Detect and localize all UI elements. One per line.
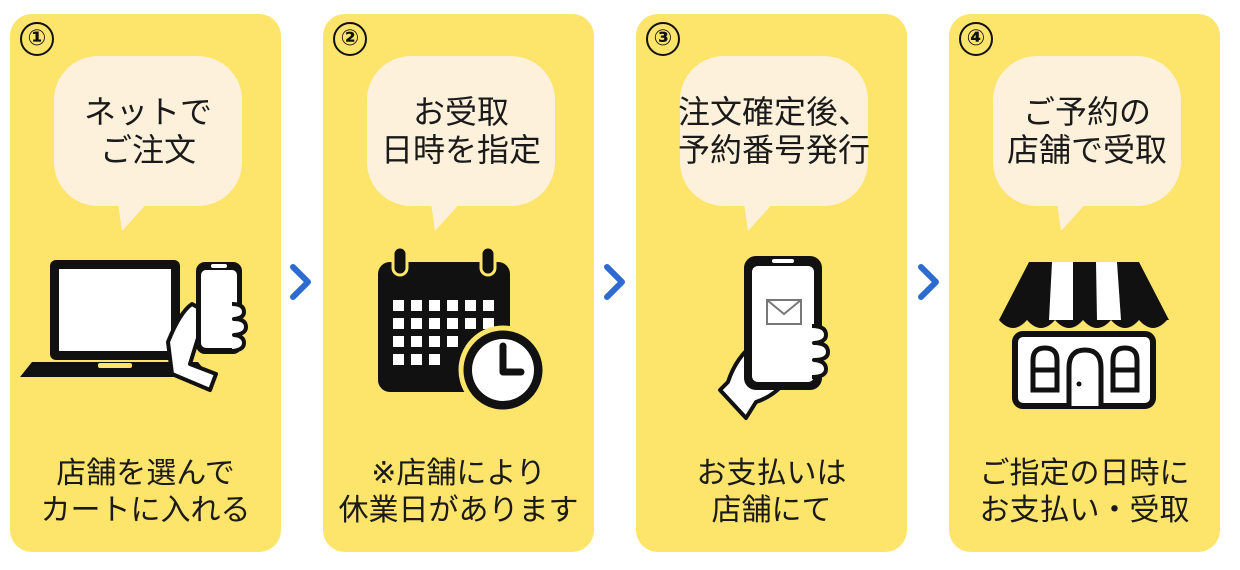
caption-line: 休業日があります [338,493,579,528]
chevron-right-icon [604,264,625,300]
speech-bubble-1: ネットで ご注文 [54,56,242,206]
caption-line: 店舗にて [711,493,832,528]
calendar-clock-icon [378,245,548,415]
speech-bubble-tail [429,189,473,231]
caption-line: ご指定の日時に [979,455,1190,491]
bubble-line: お受取 [412,92,509,131]
smartphone-mail-icon [718,256,830,420]
bubble-line: ご注文 [99,131,196,169]
storefront-icon [999,262,1169,409]
bubble-line: 予約番号発行 [678,131,871,169]
step-card-2: ② お受取 日時を指定 ※店舗により 休業日があります [323,14,594,552]
speech-bubble-tail [742,189,786,231]
step-number-4: ④ [959,22,993,56]
caption-line: 店舗を選んで [56,455,235,491]
step-card-1: ① ネットで ご注文 店舗を選んで カートに入れる [10,14,281,552]
step-number-2: ② [333,22,367,56]
speech-bubble-3: 注文確定後、 予約番号発行 [678,56,871,206]
caption-line: お支払い・受取 [979,493,1190,528]
laptop-smartphone-icon [20,260,248,392]
speech-bubble-tail [116,189,160,231]
step-number-3: ③ [646,22,680,56]
bubble-line: ネットで [83,92,212,131]
step-number-1: ① [20,22,54,56]
speech-bubble-2: お受取 日時を指定 [367,56,555,206]
speech-bubble-4: ご予約の 店舗で受取 [993,56,1181,206]
bubble-line: 注文確定後、 [678,92,871,131]
chevron-right-icon [290,264,311,300]
caption-line: お支払いは [696,455,847,491]
caption-line: ※店舗により [371,455,546,491]
bubble-line: 日時を指定 [380,131,541,169]
caption-line: カートに入れる [40,493,251,528]
chevron-right-icon [918,264,939,300]
bubble-line: 店舗で受取 [1006,131,1167,169]
bubble-line: ご予約の [1022,92,1151,131]
step-card-4: ④ ご予約の 店舗で受取 ご指定の日時に お支払い・受取 [949,14,1220,552]
speech-bubble-tail [1055,189,1099,231]
step-card-3: ③ 注文確定後、 予約番号発行 お支払いは 店舗にて [636,14,907,552]
